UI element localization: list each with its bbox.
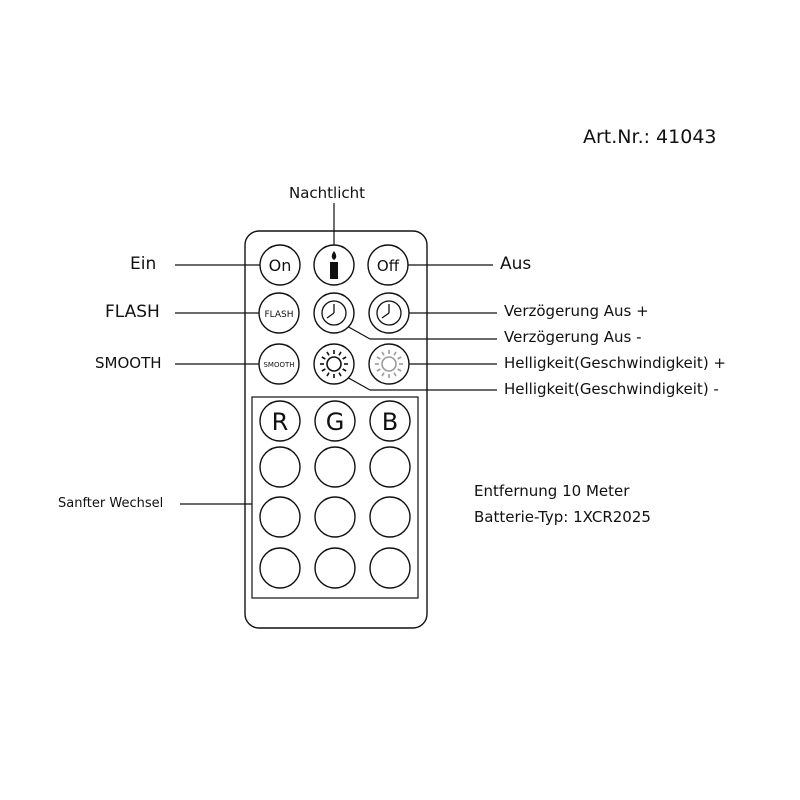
info-range: Entfernung 10 Meter <box>474 482 630 500</box>
label-delay-off-minus: Verzögerung Aus - <box>504 328 642 346</box>
red-button[interactable] <box>259 400 301 442</box>
red-button-label: R <box>272 408 289 436</box>
label-brightness-plus: Helligkeit(Geschwindigkeit) + <box>504 354 727 372</box>
label-brightness-minus: Helligkeit(Geschwindigkeit) - <box>504 380 719 398</box>
brightness-minus-button[interactable] <box>313 343 355 385</box>
label-smooth: SMOOTH <box>95 354 162 372</box>
clock-icon <box>321 300 347 326</box>
label-sanfter-wechsel: Sanfter Wechsel <box>58 496 164 511</box>
label-nachtlicht: Nachtlicht <box>289 184 366 202</box>
off-button[interactable] <box>367 244 409 286</box>
brightness-plus-button[interactable] <box>368 343 410 385</box>
color-button[interactable] <box>314 496 356 538</box>
article-number: Art.Nr.: 41043 <box>583 126 717 148</box>
clock-icon <box>376 300 402 326</box>
on-button[interactable] <box>259 244 301 286</box>
green-button-label: G <box>326 408 345 436</box>
label-delay-off-plus: Verzögerung Aus + <box>504 302 649 320</box>
label-aus: Aus <box>500 254 532 274</box>
color-button[interactable] <box>259 496 301 538</box>
green-button[interactable] <box>314 400 356 442</box>
smooth-button[interactable] <box>258 343 300 385</box>
flash-button-label: FLASH <box>264 310 293 320</box>
color-button[interactable] <box>369 547 411 589</box>
color-button[interactable] <box>314 446 356 488</box>
flash-button[interactable] <box>258 292 300 334</box>
color-button[interactable] <box>259 446 301 488</box>
color-button[interactable] <box>369 446 411 488</box>
color-button-grid <box>259 446 411 589</box>
color-keypad-frame <box>251 396 419 599</box>
blue-button[interactable] <box>369 400 411 442</box>
leader-delay-off-minus <box>344 324 371 340</box>
sun-icon <box>320 350 348 378</box>
info-battery: Batterie-Typ: 1XCR2025 <box>474 508 651 526</box>
remote-body <box>244 230 428 629</box>
color-button[interactable] <box>314 547 356 589</box>
smooth-button-label: SMOOTH <box>263 361 294 369</box>
color-button[interactable] <box>369 496 411 538</box>
off-button-label: Off <box>377 257 400 275</box>
color-button[interactable] <box>259 547 301 589</box>
candle-icon <box>330 251 338 279</box>
leader-brightness-minus <box>344 375 371 391</box>
blue-button-label: B <box>382 408 398 436</box>
label-flash: FLASH <box>105 302 160 322</box>
label-ein: Ein <box>130 254 157 274</box>
on-button-label: On <box>269 256 292 275</box>
sun-icon <box>375 350 403 378</box>
